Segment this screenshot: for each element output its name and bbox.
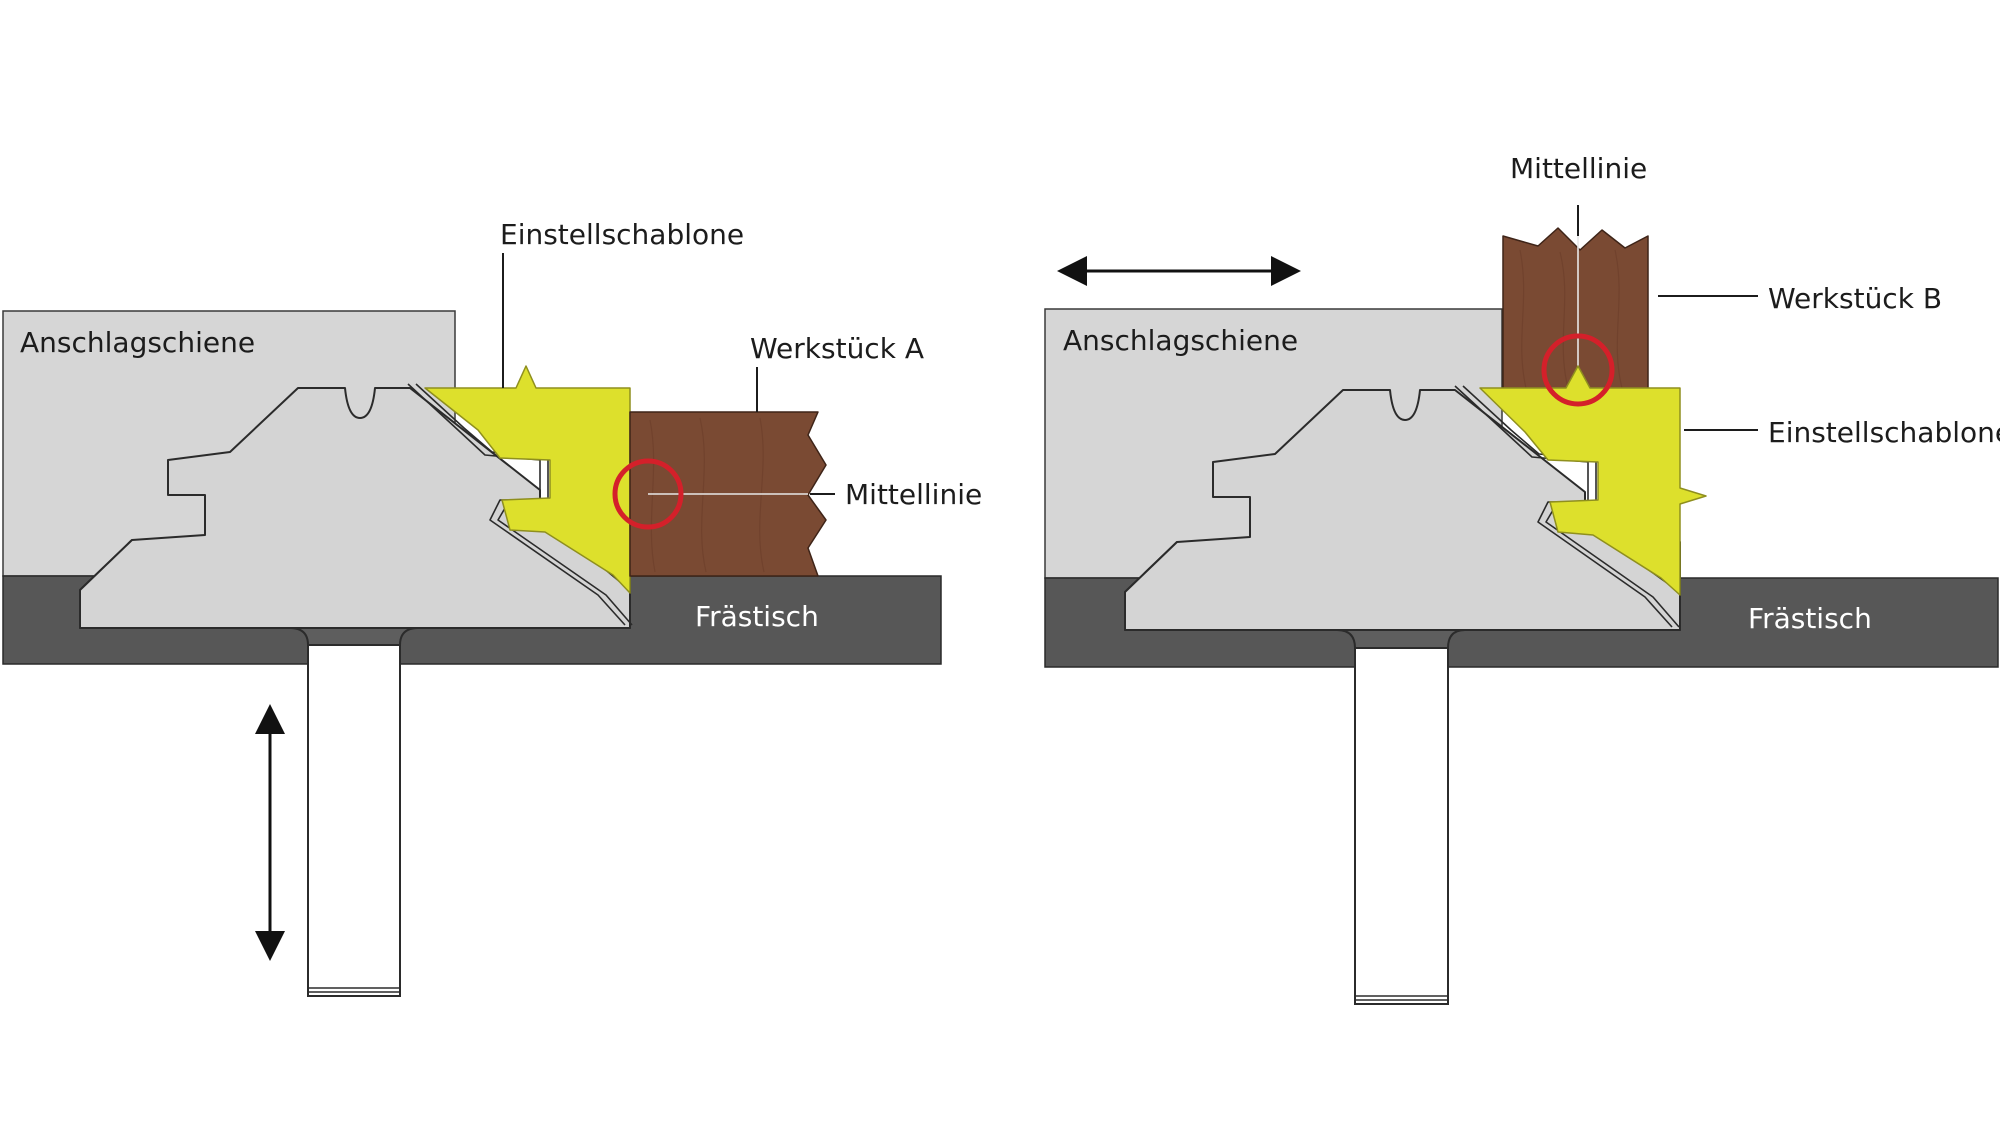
left-panel: Anschlagschiene Frästisch Einstellschabl… xyxy=(2,218,982,997)
left-alignment-circle xyxy=(612,458,684,530)
right-setup-template xyxy=(1479,365,1707,596)
right-cutter-profile xyxy=(1124,389,1681,631)
right-fence-label: Anschlagschiene xyxy=(1063,324,1298,357)
right-bit-shank xyxy=(1354,644,1449,1005)
left-template-label: Einstellschablone xyxy=(500,218,744,251)
left-centerline-label: Mittellinie xyxy=(845,478,982,511)
left-table-label: Frästisch xyxy=(695,600,819,633)
left-workpiece-label: Werkstück A xyxy=(750,332,924,365)
right-workpiece-label: Werkstück B xyxy=(1768,282,1942,315)
left-setup-template xyxy=(424,365,631,594)
left-bit-shank xyxy=(307,639,401,997)
right-alignment-circle xyxy=(1541,333,1615,407)
right-table-label: Frästisch xyxy=(1748,602,1872,635)
left-cutter-profile xyxy=(79,387,631,629)
right-panel: Anschlagschiene Frästisch Mittellinie We… xyxy=(1044,152,2000,1005)
right-template-label: Einstellschablone xyxy=(1768,416,2000,449)
right-workpiece-b xyxy=(1502,227,1649,391)
right-centerline-label: Mittellinie xyxy=(1510,152,1647,185)
left-fence-label: Anschlagschiene xyxy=(20,326,255,359)
